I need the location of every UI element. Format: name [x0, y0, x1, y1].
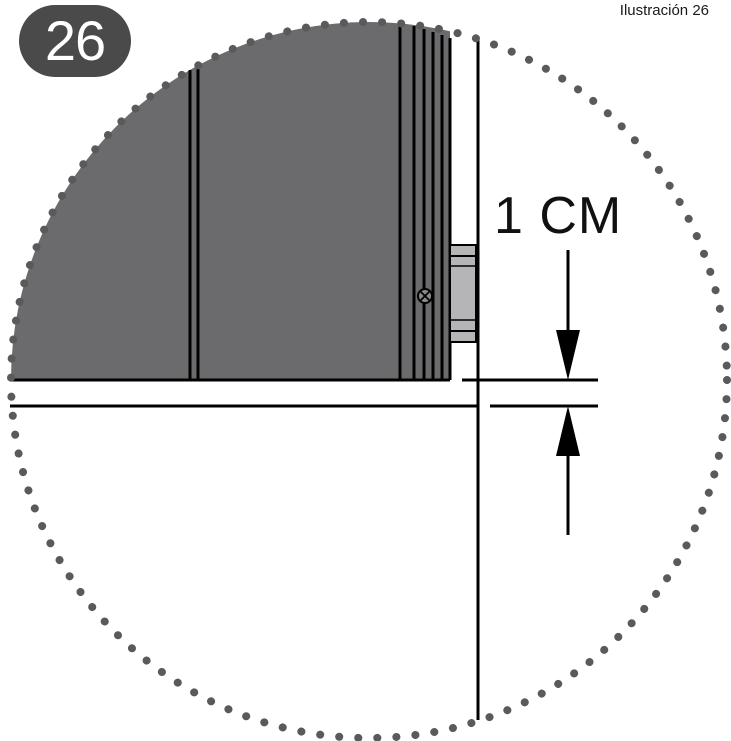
- side-bracket: [449, 244, 477, 343]
- step-number-badge: 26: [19, 5, 131, 77]
- detail-circle: [7, 18, 731, 741]
- figure-caption: Ilustración 26: [619, 2, 709, 19]
- arrow-up-icon: [556, 406, 580, 535]
- panel-grooves: [188, 22, 452, 380]
- screw-icon: [417, 288, 433, 304]
- reference-lines: [10, 38, 598, 720]
- arrow-down-icon: [556, 250, 580, 380]
- dimension-label: 1 CM: [494, 187, 623, 245]
